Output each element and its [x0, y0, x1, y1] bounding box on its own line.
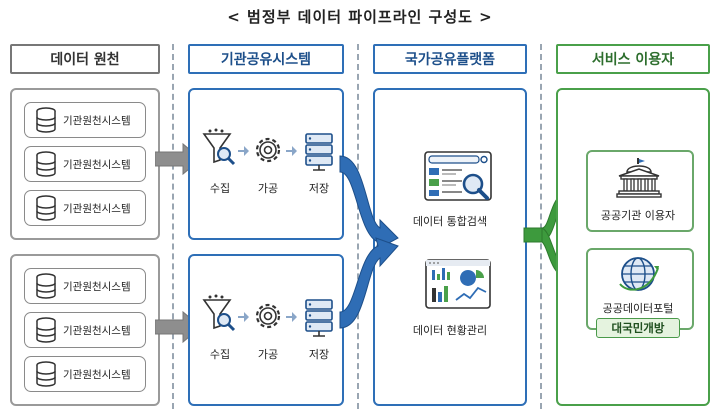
source-system-item: 기관원천시스템	[24, 268, 146, 304]
source-system-label: 기관원천시스템	[63, 368, 131, 381]
service-label-integrated-search: 데이터 통합검색	[412, 215, 488, 228]
source-group-2: 기관원천시스템 기관원천시스템 기관원천시스템	[10, 254, 160, 406]
blue-arrow-icon	[339, 155, 399, 329]
server-icon	[305, 299, 333, 337]
column-divider	[172, 44, 174, 409]
step-label-process: 가공	[257, 348, 279, 361]
step-label-store: 저장	[308, 348, 330, 361]
step-label-process: 가공	[257, 182, 279, 195]
database-icon	[36, 151, 56, 177]
gear-icon	[255, 137, 281, 163]
database-icon	[36, 273, 56, 299]
service-label-status-management: 데이터 현황관리	[412, 324, 488, 337]
header-service-users: 서비스 이용자	[556, 44, 710, 74]
public-open-badge: 대국민개방	[596, 318, 680, 338]
column-divider	[540, 44, 542, 409]
dashboard-icon	[425, 259, 491, 309]
source-group-1: 기관원천시스템 기관원천시스템 기관원천시스템	[10, 88, 160, 240]
step-label-store: 저장	[308, 182, 330, 195]
pipeline-icons	[202, 294, 333, 337]
server-icon	[305, 133, 333, 171]
source-system-item: 기관원천시스템	[24, 312, 146, 348]
header-national-platform: 국가공유플랫폼	[373, 44, 527, 74]
database-icon	[36, 195, 56, 221]
step-label-collect: 수집	[209, 182, 231, 195]
source-system-item: 기관원천시스템	[24, 356, 146, 392]
column-divider	[357, 44, 359, 409]
funnel-search-icon	[202, 294, 236, 332]
source-system-label: 기관원천시스템	[63, 324, 131, 337]
user-label-public-agency: 공공기관 이용자	[600, 209, 676, 222]
national-platform-panel	[373, 88, 527, 406]
source-system-label: 기관원천시스템	[63, 202, 131, 215]
source-system-label: 기관원천시스템	[63, 280, 131, 293]
header-data-source: 데이터 원천	[10, 44, 160, 74]
user-label-public-data-portal: 공공데이터포털	[602, 302, 674, 315]
database-icon	[36, 361, 56, 387]
globe-icon	[619, 257, 659, 291]
source-system-item: 기관원천시스템	[24, 102, 146, 138]
source-system-item: 기관원천시스템	[24, 190, 146, 226]
page-title: < 범정부 데이터 파이프라인 구성도 >	[227, 8, 493, 26]
search-window-icon	[424, 151, 492, 201]
database-icon	[36, 107, 56, 133]
header-agency-sharing-system: 기관공유시스템	[188, 44, 344, 74]
source-system-item: 기관원천시스템	[24, 146, 146, 182]
step-label-collect: 수집	[209, 348, 231, 361]
source-system-label: 기관원천시스템	[63, 158, 131, 171]
pipeline-icons	[202, 128, 333, 171]
government-building-icon	[616, 158, 662, 198]
gear-icon	[255, 303, 281, 329]
source-system-label: 기관원천시스템	[63, 114, 131, 127]
service-users-panel	[556, 88, 710, 406]
funnel-search-icon	[202, 128, 236, 166]
database-icon	[36, 317, 56, 343]
